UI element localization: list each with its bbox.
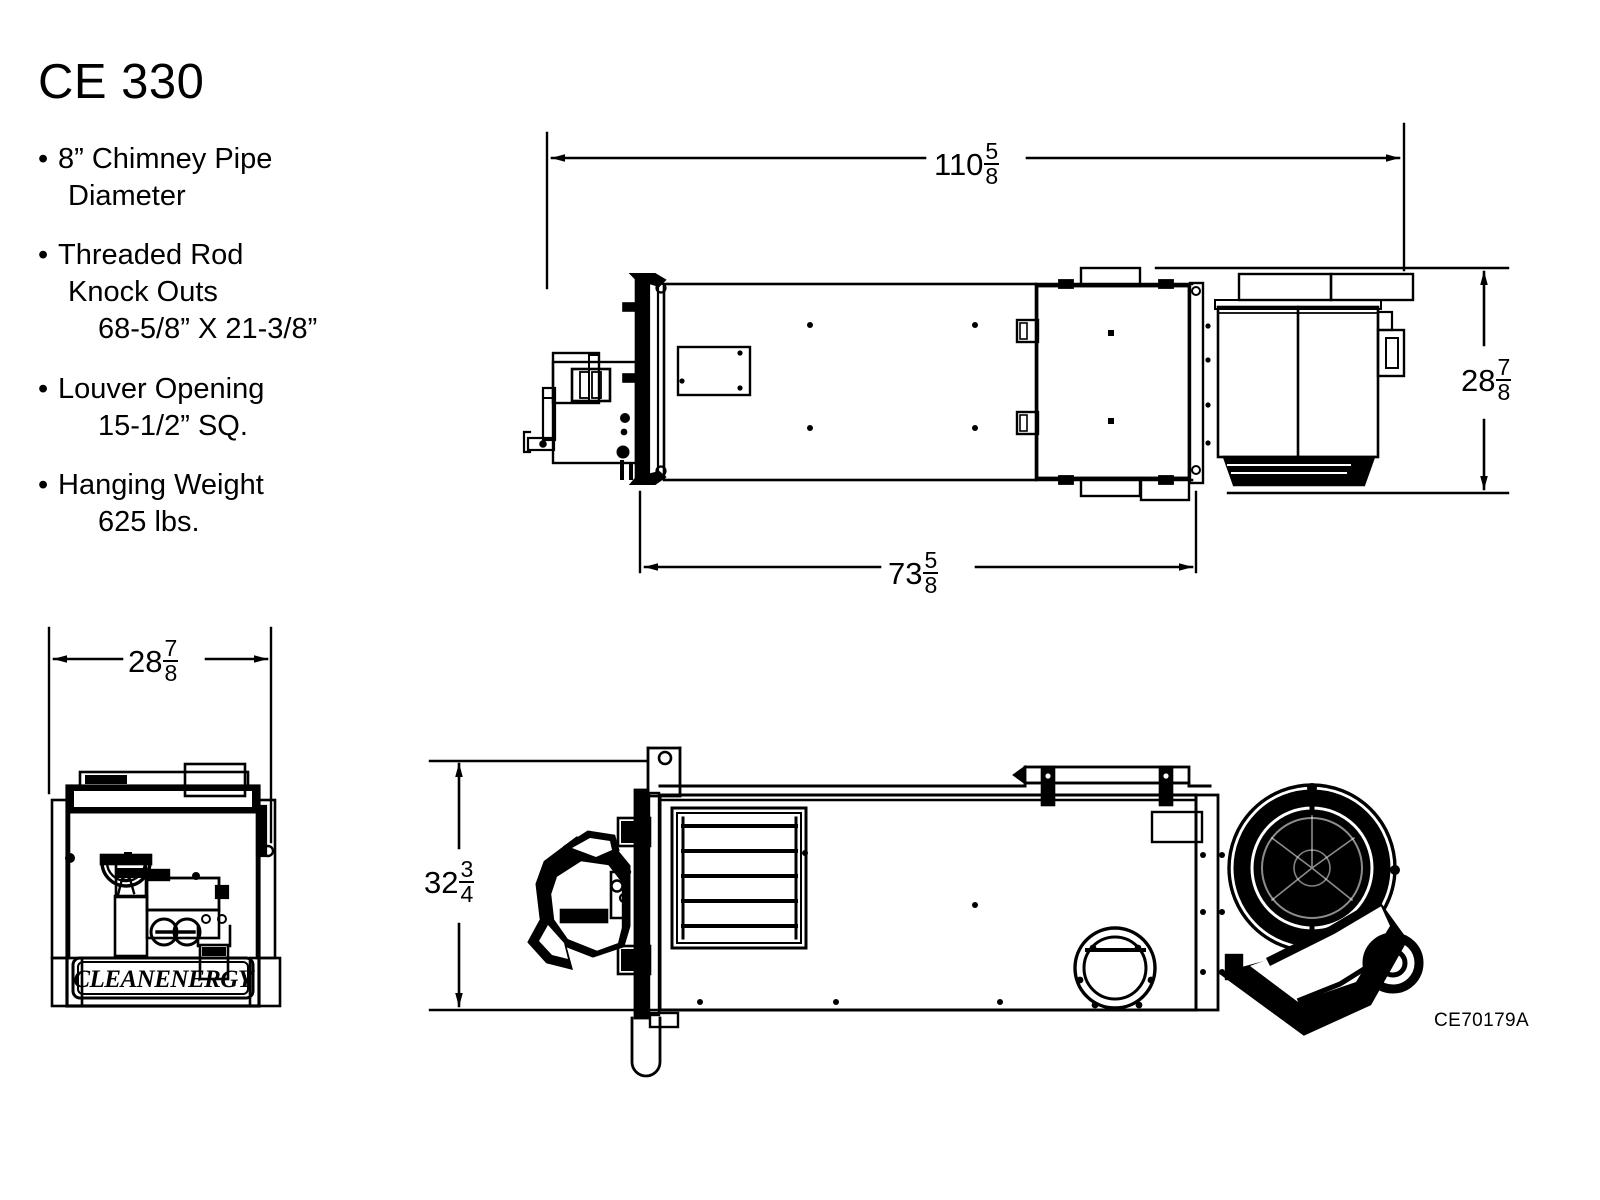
spec-line-1: Threaded Rod xyxy=(58,239,244,272)
page-title: CE 330 xyxy=(38,55,205,109)
plan-view-geometry xyxy=(522,266,1415,502)
spec-item-louver: • Louver Opening 15-1/2” SQ. xyxy=(38,371,438,445)
bullet-icon: • xyxy=(38,372,49,405)
bullet-icon: • xyxy=(38,143,49,175)
bullet-icon: • xyxy=(38,239,49,272)
spec-line-3: 15-1/2” SQ. xyxy=(98,409,248,442)
clean-energy-logo: CLEANENERGY xyxy=(73,966,256,993)
spec-item-chimney: • 8” Chimney Pipe Diameter xyxy=(38,141,438,215)
spec-item-threaded-rod: • Threaded Rod Knock Outs 68-5/8” X 21-3/… xyxy=(38,237,438,348)
spec-line-2: Diameter xyxy=(68,180,186,213)
plan-dimension-lines xyxy=(545,122,1510,574)
front-elevation-geometry xyxy=(47,626,282,1008)
svg-text:CLEANENERGY: CLEANENERGY xyxy=(73,966,255,993)
spec-line-3: 625 lbs. xyxy=(98,505,200,538)
spec-item-hanging-weight: • Hanging Weight 625 lbs. xyxy=(38,467,438,541)
drawing-number-label: CE70179A xyxy=(1434,1010,1530,1031)
spec-panel: CE 330 • 8” Chimney Pipe Diameter • Thread… xyxy=(38,58,438,563)
spec-line-3: 68-5/8” X 21-3/8” xyxy=(98,313,318,346)
spec-line-2: Knock Outs xyxy=(68,276,218,309)
spec-line-1: Louver Opening xyxy=(58,372,265,405)
side-elevation-geometry xyxy=(428,746,1424,1078)
bullet-icon: • xyxy=(38,468,49,501)
spec-line-1: Hanging Weight xyxy=(58,468,264,501)
spec-line-1: 8” Chimney Pipe xyxy=(58,143,273,175)
